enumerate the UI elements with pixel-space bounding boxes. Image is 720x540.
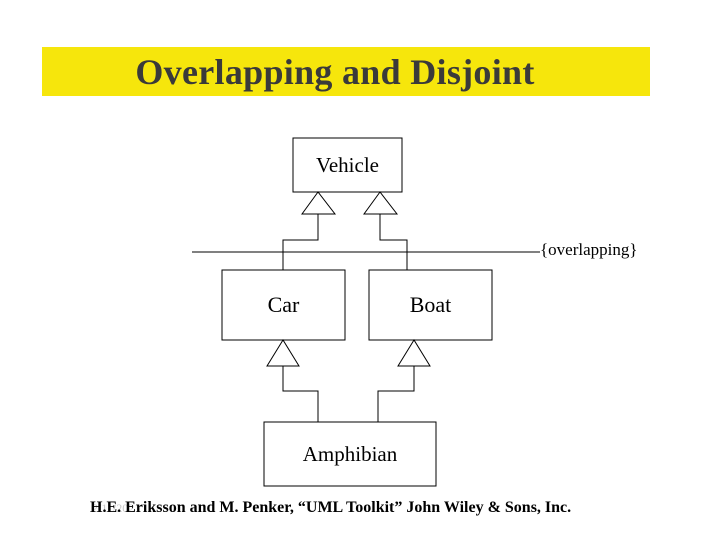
boat-triangle-icon — [397, 339, 431, 367]
vehicle-triangle-right-icon — [363, 191, 399, 215]
car-triangle-icon — [266, 339, 300, 367]
connector-car-amphibian — [282, 366, 319, 422]
page-title: Overlapping and Disjoint — [135, 51, 535, 92]
date-overlay: 2/11/2021 — [92, 501, 141, 515]
car-box — [221, 269, 346, 341]
amphibian-box — [263, 421, 437, 487]
vehicle-label: Vehicle — [316, 152, 379, 177]
boat-box — [368, 269, 493, 341]
source-credit: H.E. Eriksson and M. Penker, “UML Toolki… — [90, 499, 572, 516]
connector-vehicle-car — [282, 214, 319, 270]
car-label: Car — [267, 292, 300, 317]
boat-label: Boat — [409, 292, 452, 317]
vehicle-triangle-left-icon — [301, 191, 337, 215]
vehicle-box — [292, 137, 403, 193]
title-bar — [42, 47, 650, 96]
overlapping-constraint: {overlapping} — [540, 240, 638, 259]
connector-boat-amphibian — [377, 366, 415, 422]
connector-vehicle-boat — [379, 214, 408, 270]
amphibian-label: Amphibian — [302, 441, 398, 466]
